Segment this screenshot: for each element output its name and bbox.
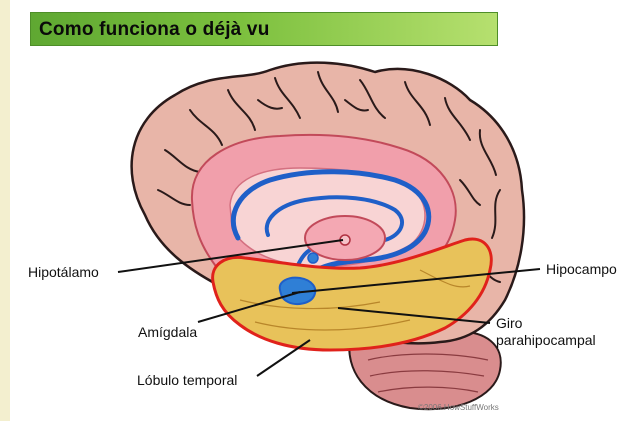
diagram-title: Como funciona o déjà vu [39,19,270,41]
label-hipocampo: Hipocampo [546,261,617,277]
title-bar: Como funciona o déjà vu [30,12,498,46]
label-lobulo-temporal: Lóbulo temporal [137,372,237,388]
label-hipotalamo: Hipotálamo [28,264,99,280]
label-giro-line1: Giro [496,315,522,331]
label-giro-line2: parahipocampal [496,332,596,348]
small-blue-dot [308,253,318,263]
copyright-text: ©2006 HowStuffWorks [418,403,499,412]
label-amigdala: Amígdala [138,324,197,340]
